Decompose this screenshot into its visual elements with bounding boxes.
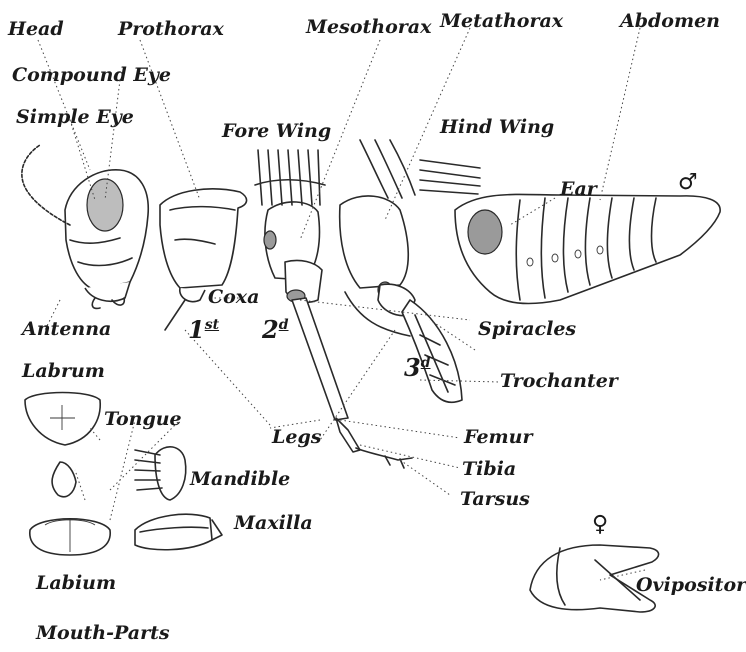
- label-hind-wing: Hind Wing: [440, 118, 554, 137]
- label-head: Head: [8, 20, 64, 39]
- label-maxilla: Maxilla: [234, 514, 313, 533]
- label-spiracles: Spiracles: [478, 320, 576, 339]
- label-labrum: Labrum: [22, 362, 105, 381]
- label-mandible: Mandible: [190, 470, 290, 489]
- label-abdomen: Abdomen: [620, 12, 720, 31]
- label-coxa: Coxa: [208, 288, 259, 307]
- label-legs: Legs: [272, 428, 321, 447]
- label-tarsus: Tarsus: [460, 490, 530, 509]
- label-ovipositor: Ovipositor: [636, 576, 746, 595]
- label-trochanter: Trochanter: [500, 372, 618, 391]
- label-labium: Labium: [36, 574, 116, 593]
- label-ear: Ear: [560, 180, 597, 199]
- label-simple-eye: Simple Eye: [16, 108, 134, 127]
- leg-number-2d: 2d: [262, 318, 289, 342]
- head-drawing: [22, 145, 148, 308]
- label-tongue: Tongue: [104, 410, 182, 429]
- maxilla-drawing: [135, 514, 212, 550]
- label-antenna: Antenna: [22, 320, 111, 339]
- leg-number-3d: 3d: [404, 356, 431, 380]
- label-tibia: Tibia: [462, 460, 516, 479]
- label-fore-wing: Fore Wing: [222, 122, 331, 141]
- label-metathorax: Metathorax: [440, 12, 563, 31]
- tongue-drawing: [52, 462, 76, 497]
- compound-eye-drawing: [87, 179, 123, 231]
- labrum-drawing: [25, 393, 100, 446]
- prothorax-drawing: [160, 189, 247, 330]
- label-mouth-parts: Mouth-Parts: [36, 624, 170, 643]
- label-compound-eye: Compound Eye: [12, 66, 171, 85]
- ear-drawing: [468, 210, 502, 254]
- label-mesothorax: Mesothorax: [306, 18, 431, 37]
- female-symbol: ♀: [592, 514, 608, 536]
- leg-number-1st: 1st: [188, 318, 219, 342]
- abdomen-drawing: [455, 194, 720, 303]
- label-femur: Femur: [464, 428, 532, 447]
- label-prothorax: Prothorax: [118, 20, 224, 39]
- male-symbol: ♂: [678, 172, 698, 194]
